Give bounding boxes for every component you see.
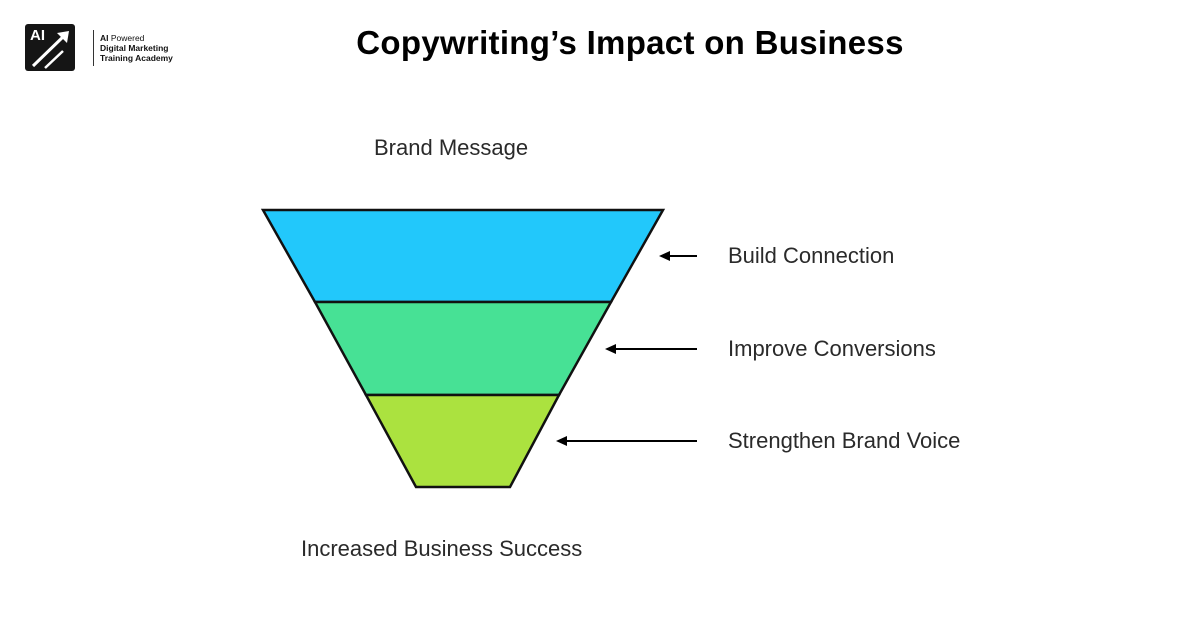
page-title: Copywriting’s Impact on Business <box>356 24 904 61</box>
funnel-top-label: Brand Message <box>374 135 529 160</box>
stage-label-improve-conversions: Improve Conversions <box>728 336 936 361</box>
logo-mark-text: AI <box>30 27 45 44</box>
logo-divider <box>93 29 94 66</box>
stage-label-strengthen-brand-voice: Strengthen Brand Voice <box>728 428 961 453</box>
logo-line3: Training Academy <box>100 52 173 63</box>
funnel-stage-build-connection <box>260 208 666 304</box>
brand-logo: AI AI Powered Digital Marketing Training… <box>25 24 173 71</box>
logo-line1-bold: AI <box>100 32 109 43</box>
logo-text: AI Powered Digital Marketing Training Ac… <box>100 33 173 63</box>
logo-line1-rest: Powered <box>108 32 145 43</box>
arrow-left-icon <box>659 251 697 261</box>
logo-mark: AI <box>25 24 75 71</box>
funnel-stage-strengthen-brand-voice <box>363 393 562 489</box>
arrow-left-icon <box>556 436 697 446</box>
logo-line2: Digital Marketing <box>100 42 169 53</box>
funnel-bottom-label: Increased Business Success <box>301 536 583 561</box>
stage-label-build-connection: Build Connection <box>728 243 895 268</box>
funnel-stage-improve-conversions <box>312 300 614 397</box>
arrow-up-right-icon <box>31 31 69 69</box>
arrow-left-icon <box>605 344 697 354</box>
